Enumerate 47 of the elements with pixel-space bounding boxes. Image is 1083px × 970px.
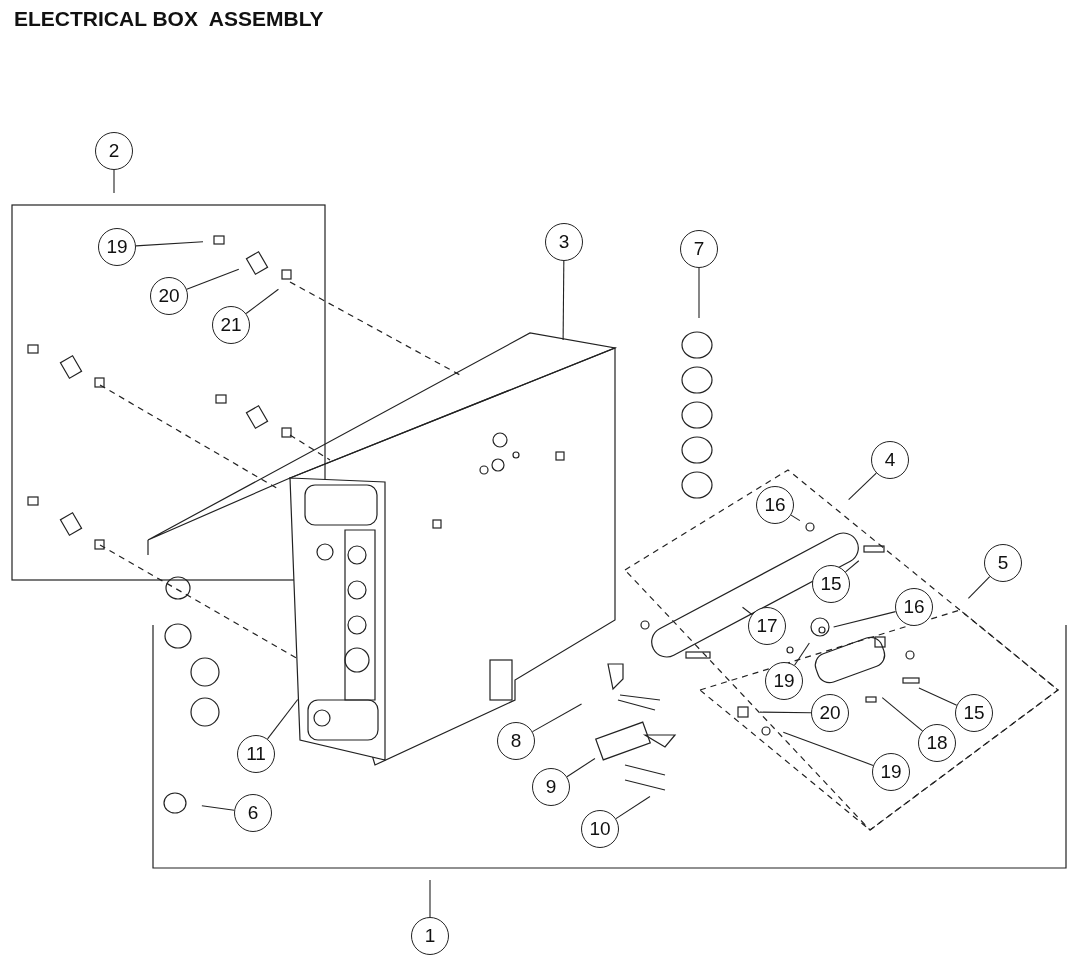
callout-number: 1 xyxy=(411,917,449,955)
leader-line xyxy=(759,711,812,714)
leader-line xyxy=(881,697,923,732)
leader-line xyxy=(845,560,860,573)
leader-line xyxy=(782,731,874,766)
callout-number: 19 xyxy=(765,662,803,700)
callout-number: 16 xyxy=(895,588,933,626)
leader-line xyxy=(135,241,204,247)
callout-number: 20 xyxy=(150,277,188,315)
leader-line xyxy=(833,611,897,628)
callout-number: 18 xyxy=(918,724,956,762)
callout-number: 10 xyxy=(581,810,619,848)
callout-number: 2 xyxy=(95,132,133,170)
callout-number: 17 xyxy=(748,607,786,645)
callout-number: 21 xyxy=(212,306,250,344)
leader-line xyxy=(201,805,235,811)
callout-number: 20 xyxy=(811,694,849,732)
leader-line xyxy=(562,260,565,341)
leader-line xyxy=(429,879,431,918)
callout-number: 15 xyxy=(955,694,993,732)
leader-line xyxy=(794,642,810,666)
callout-number: 5 xyxy=(984,544,1022,582)
callout-number: 11 xyxy=(237,735,275,773)
callout-number: 15 xyxy=(812,565,850,603)
callout-number: 16 xyxy=(756,486,794,524)
leader-line xyxy=(113,169,115,194)
leader-line xyxy=(848,472,877,501)
leader-line xyxy=(918,687,958,706)
callout-number: 9 xyxy=(532,768,570,806)
callout-number: 8 xyxy=(497,722,535,760)
leader-line xyxy=(186,268,240,290)
leader-line xyxy=(245,288,279,315)
callout-number: 6 xyxy=(234,794,272,832)
leader-line xyxy=(267,699,299,740)
leader-line xyxy=(615,796,651,820)
diagram-title: ELECTRICAL BOX ASSEMBLY xyxy=(14,7,324,31)
leader-line xyxy=(967,576,991,599)
callout-number: 3 xyxy=(545,223,583,261)
callout-number: 19 xyxy=(98,228,136,266)
leader-line xyxy=(566,758,596,778)
leader-line xyxy=(532,703,583,733)
leader-line xyxy=(698,267,700,319)
callout-number: 7 xyxy=(680,230,718,268)
callout-number: 19 xyxy=(872,753,910,791)
callout-number: 4 xyxy=(871,441,909,479)
leader-line xyxy=(790,514,801,522)
leader-line xyxy=(742,606,753,615)
